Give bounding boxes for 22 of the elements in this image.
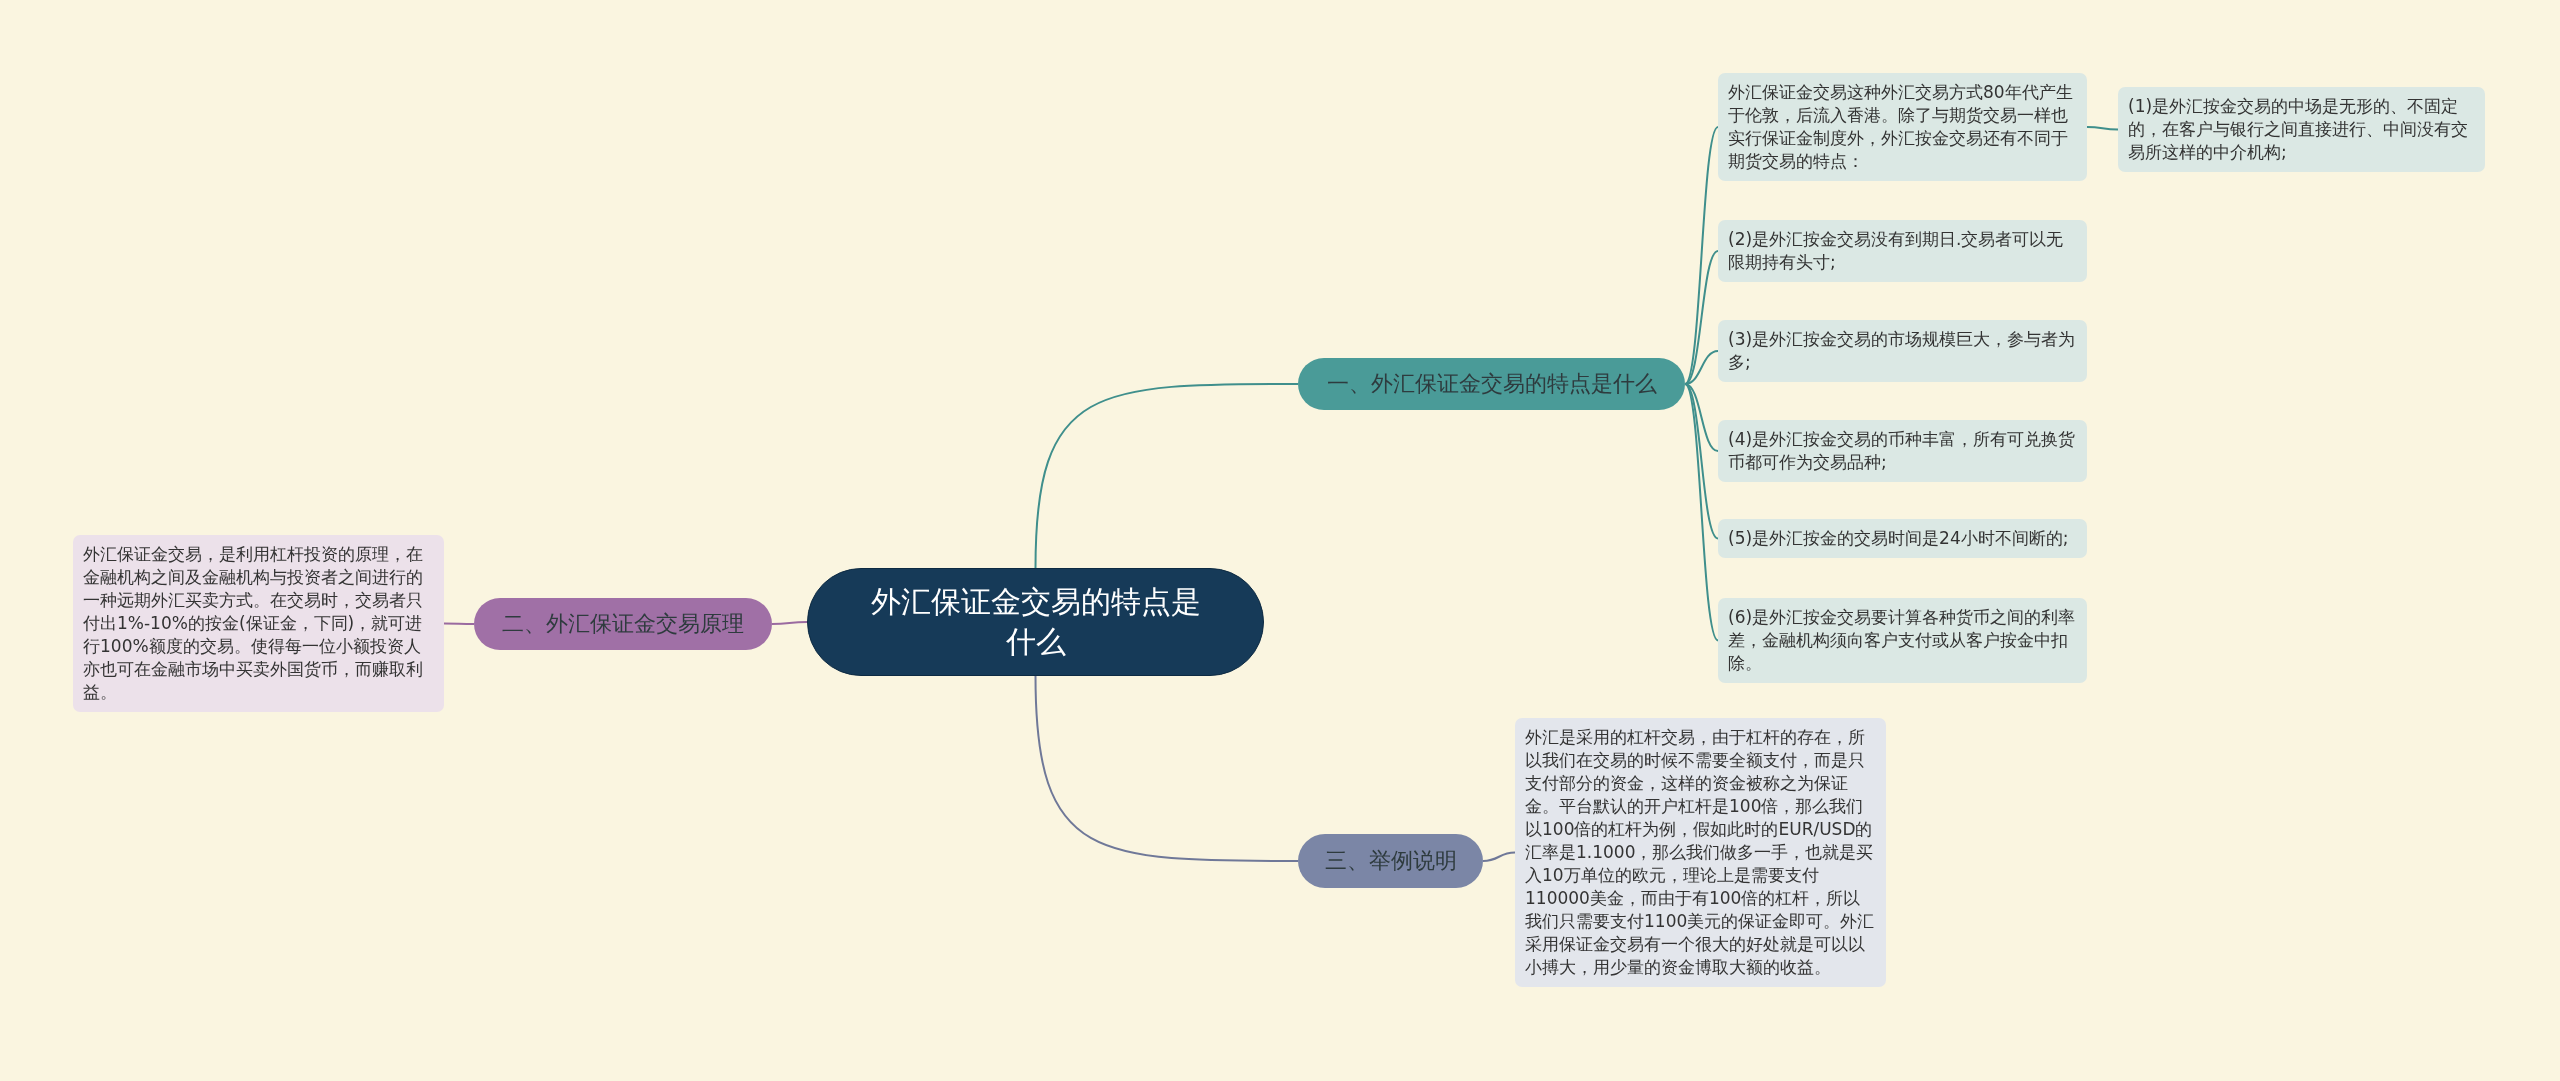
detail-note: (4)是外汇按金交易的币种丰富，所有可兑换货币都可作为交易品种; bbox=[1718, 420, 2087, 482]
branch-topic: 三、举例说明 bbox=[1298, 834, 1483, 888]
detail-note: (5)是外汇按金的交易时间是24小时不间断的; bbox=[1718, 519, 2087, 558]
detail-note: 外汇保证金交易这种外汇交易方式80年代产生于伦敦，后流入香港。除了与期货交易一样也实行保证金制度外，外汇按金交易还有不同于期货交易的特点： bbox=[1718, 73, 2087, 181]
detail-note: 外汇是采用的杠杆交易，由于杠杆的存在，所以我们在交易的时候不需要全额支付，而是只支付部分的资金，这样的资金被称之为保证金。平台默认的开户杠杆是100倍，那么我们以100倍的杠杆为例，假如此时的EUR/USD的汇率是1.1000，那么我们做多一手，也就是买入10万单位的欧元，理论上是需要支付110000美金，而由于有100倍的杠杆，所以我们只需要支付1100美元的保证金即可。外汇采用保证金交易有一个很大的好处就是可以以小搏大，用少量的资金博取大额的收益。 bbox=[1515, 718, 1886, 987]
branch-topic: 二、外汇保证金交易原理 bbox=[474, 598, 772, 650]
detail-note: (6)是外汇按金交易要计算各种货币之间的利率差，金融机构须向客户支付或从客户按金中扣除。 bbox=[1718, 598, 2087, 683]
connector-line bbox=[1684, 383, 1719, 540]
detail-note: (2)是外汇按金交易没有到期日.交易者可以无限期持有头寸; bbox=[1718, 220, 2087, 282]
detail-note: 外汇保证金交易，是利用杠杆投资的原理，在金融机构之间及金融机构与投资者之间进行的一种远期外汇买卖方式。在交易时，交易者只付出1%-10%的按金(保证金，下同)，就可进行100%额度的交易。使得每一位小额投资人亦也可在金融市场中买卖外国货币，而赚取利益。 bbox=[73, 535, 444, 712]
connector-line bbox=[771, 621, 808, 625]
connector-line bbox=[1034, 383, 1299, 569]
detail-note: (1)是外汇按金交易的中场是无形的、不固定的，在客户与银行之间直接进行、中间没有交易所这样的中介机构; bbox=[2118, 87, 2485, 172]
central-topic: 外汇保证金交易的特点是什么 bbox=[807, 568, 1264, 676]
connector-line bbox=[1684, 383, 1719, 642]
connector-line bbox=[2086, 126, 2119, 131]
connector-line bbox=[1034, 675, 1299, 862]
detail-note: (3)是外汇按金交易的市场规模巨大，参与者为多; bbox=[1718, 320, 2087, 382]
connector-line bbox=[1684, 250, 1719, 385]
connector-line bbox=[443, 622, 475, 625]
branch-topic: 一、外汇保证金交易的特点是什么 bbox=[1298, 358, 1685, 410]
connector-line bbox=[1482, 851, 1516, 862]
